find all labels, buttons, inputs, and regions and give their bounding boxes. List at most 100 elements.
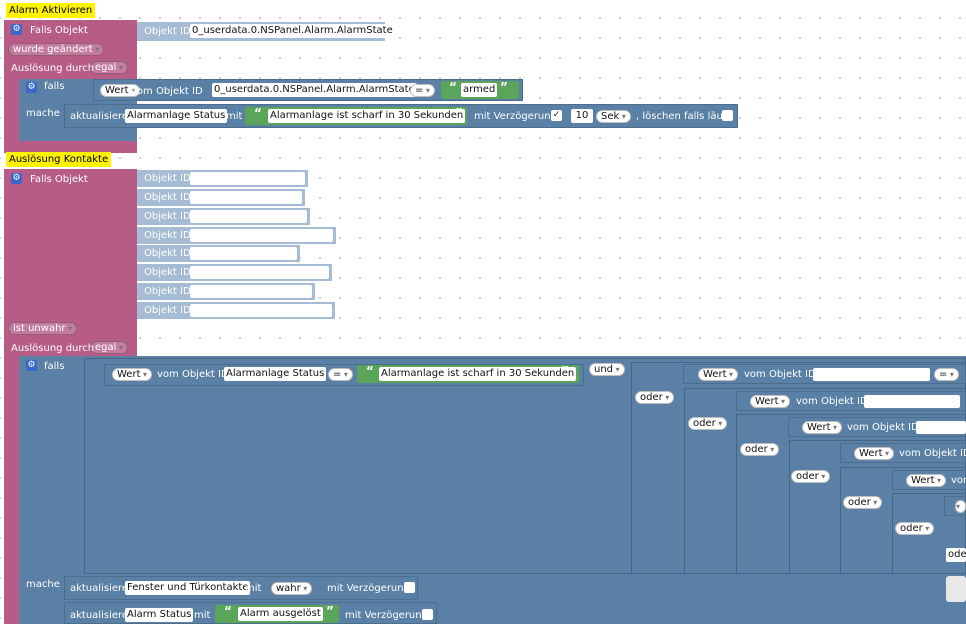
wert-dropdown[interactable]: Wert xyxy=(112,368,153,381)
ausloesung-label: Auslösung durch xyxy=(11,343,95,354)
vom-short-label: vom xyxy=(951,475,966,486)
string-value-field[interactable]: armed xyxy=(461,83,498,97)
update-target-field[interactable]: Fenster und Türkontakte xyxy=(125,581,251,595)
objekt-id-field[interactable] xyxy=(190,304,332,317)
vom-objekt-label: vom Objekt ID xyxy=(744,369,816,380)
falls-objekt-label: Falls Objekt xyxy=(30,25,88,36)
clear-label: , löschen falls läuft xyxy=(636,111,731,122)
objekt-id-label: Objekt ID xyxy=(144,230,191,241)
wert-dropdown[interactable]: Wert xyxy=(750,395,791,408)
mit-label: mit xyxy=(226,111,243,122)
objekt-id-field[interactable] xyxy=(190,247,297,260)
wert-dropdown[interactable] xyxy=(955,500,966,513)
gear-icon[interactable]: ⚙ xyxy=(26,360,37,371)
quote-open-icon: “ xyxy=(366,364,374,378)
objekt-id-label: Objekt ID xyxy=(144,26,191,37)
egal-dropdown[interactable]: egal xyxy=(90,341,128,354)
operator-dropdown[interactable]: = xyxy=(328,368,353,381)
objekt-field[interactable]: Alarmanlage Status xyxy=(224,367,327,381)
update-target-field[interactable]: Alarm Status xyxy=(125,608,194,622)
string-value-field[interactable]: Alarmanlage ist scharf in 30 Sekunden xyxy=(379,367,577,381)
checkbox-icon[interactable] xyxy=(404,582,415,593)
value-dropdown[interactable]: wahr xyxy=(271,582,313,595)
objekt-id-label: Objekt ID xyxy=(144,211,191,222)
objekt-id-field[interactable] xyxy=(190,172,305,185)
update-value-field[interactable]: Alarmanlage ist scharf in 30 Sekunden xyxy=(268,109,466,123)
ausloesung-label: Auslösung durch xyxy=(11,63,95,74)
operator-dropdown[interactable]: = xyxy=(410,84,435,97)
quote-open-icon: “ xyxy=(254,106,262,120)
vom-objekt-label: vom Objekt ID xyxy=(796,396,868,407)
objekt-id-label: Objekt ID xyxy=(144,305,191,316)
quote-open-icon: “ xyxy=(449,80,457,94)
egal-dropdown[interactable]: egal xyxy=(90,61,128,74)
objekt-field[interactable] xyxy=(916,421,966,434)
objekt-id-field[interactable] xyxy=(190,266,329,279)
objekt-id-field[interactable]: 0_userdata.0.NSPanel.Alarm.AlarmState xyxy=(190,24,395,38)
oder-dropdown[interactable]: oder xyxy=(843,496,883,509)
objekt-id-field[interactable] xyxy=(190,229,333,242)
checkbox-icon[interactable] xyxy=(422,609,433,620)
vom-objekt-label: vom Objekt ID xyxy=(131,86,203,97)
oder-dropdown[interactable]: oder xyxy=(791,470,831,483)
delay-label: mit Verzögerung xyxy=(327,583,410,594)
vom-objekt-label: vom Objekt ID xyxy=(899,448,966,459)
objekt-id-label: Objekt ID xyxy=(144,173,191,184)
wert-dropdown[interactable]: Wert xyxy=(802,421,843,434)
wurde-geaendert-dropdown[interactable]: wurde geändert xyxy=(8,43,105,56)
mache-label: mache xyxy=(26,579,60,590)
operator-dropdown[interactable]: = xyxy=(934,368,959,381)
objekt-id-field[interactable] xyxy=(190,210,307,223)
objekt-id-label: Objekt ID xyxy=(144,286,191,297)
checkbox-icon[interactable]: ✓ xyxy=(551,110,562,121)
gear-icon[interactable]: ⚙ xyxy=(26,82,37,93)
oder-dropdown[interactable]: oder xyxy=(895,522,935,535)
aktualisiere-label: aktualisiere xyxy=(70,583,129,594)
hat-label-ausloesung-kontakte[interactable]: Auslösung Kontakte xyxy=(6,152,112,167)
update-value-field[interactable]: Alarm ausgelöst xyxy=(238,607,323,621)
wert-dropdown[interactable]: Wert xyxy=(906,474,947,487)
aktualisiere-label: aktualisiere xyxy=(70,610,129,621)
quote-open-icon: “ xyxy=(224,604,232,618)
objekt-field[interactable] xyxy=(864,395,960,408)
falls-objekt-label: Falls Objekt xyxy=(30,174,88,185)
mache-label: mache xyxy=(26,108,60,119)
und-dropdown[interactable]: und xyxy=(589,363,625,376)
gear-icon[interactable]: ⚙ xyxy=(11,24,22,35)
scrollbar[interactable] xyxy=(946,576,966,602)
mit-label: mit xyxy=(194,610,211,621)
oder-short-label[interactable]: ode xyxy=(946,548,966,562)
objekt-id-label: Objekt ID xyxy=(144,248,191,259)
falls-label: falls xyxy=(44,361,65,372)
objekt-field[interactable] xyxy=(813,368,930,381)
oder-dropdown[interactable]: oder xyxy=(635,391,675,404)
wert-dropdown[interactable]: Wert xyxy=(698,368,739,381)
aktualisiere-label: aktualisiere xyxy=(70,111,129,122)
falls-label: falls xyxy=(44,81,65,92)
wert-dropdown[interactable]: Wert xyxy=(100,84,141,97)
unit-dropdown[interactable]: Sek xyxy=(596,110,631,123)
oder-dropdown[interactable]: oder xyxy=(688,417,728,430)
wert-dropdown[interactable]: Wert xyxy=(854,447,895,460)
objekt-id-label: Objekt ID xyxy=(144,267,191,278)
quote-close-icon: ” xyxy=(561,364,569,378)
objekt-id-field[interactable] xyxy=(190,191,302,204)
oder-dropdown[interactable]: oder xyxy=(740,443,780,456)
objekt-field[interactable]: 0_userdata.0.NSPanel.Alarm.AlarmState xyxy=(212,83,417,97)
checkbox-icon[interactable] xyxy=(722,110,733,121)
delay-label: mit Verzögerung xyxy=(345,610,428,621)
quote-close-icon: ” xyxy=(500,80,508,94)
update-target-field[interactable]: Alarmanlage Status xyxy=(125,109,228,123)
objekt-id-label: Objekt ID xyxy=(144,192,191,203)
hat-label-alarm-aktivieren[interactable]: Alarm Aktivieren xyxy=(6,3,96,18)
mit-label: mit xyxy=(245,583,262,594)
quote-close-icon: ” xyxy=(455,106,463,120)
objekt-id-field[interactable] xyxy=(190,285,312,298)
delay-number-field[interactable]: 10 xyxy=(571,109,593,123)
ist-unwahr-dropdown[interactable]: ist unwahr xyxy=(8,322,78,335)
gear-icon[interactable]: ⚙ xyxy=(11,173,22,184)
vom-objekt-label: vom Objekt ID xyxy=(157,369,229,380)
delay-label: mit Verzögerung xyxy=(474,111,557,122)
quote-close-icon: ” xyxy=(326,604,334,618)
vom-objekt-label: vom Objekt ID xyxy=(847,422,919,433)
